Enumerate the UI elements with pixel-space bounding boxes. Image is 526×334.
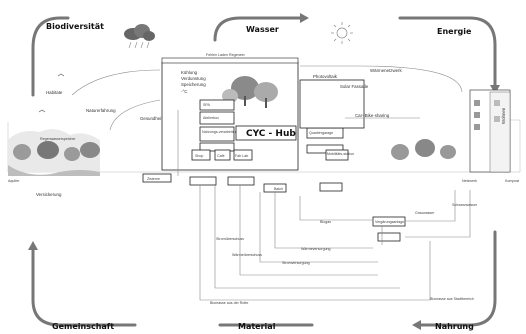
label-community: Gemeinschaft (52, 322, 114, 331)
label-black-water: Schwarzwasser (452, 203, 478, 207)
label-gray-water: Grauwasser (415, 211, 435, 215)
label-aquifer: Aquifer (8, 179, 20, 183)
mobility-station-label: Mobilitäts-station (327, 152, 354, 156)
mobility-station-box (325, 149, 349, 161)
room-fablab-label: Fab Lab (235, 154, 248, 158)
label-current: Stromüberschuss (216, 237, 244, 241)
cycle-arrow-water (213, 16, 302, 42)
room-shop (191, 149, 211, 161)
cistern-label: Zisterne (147, 177, 160, 181)
room-facade (306, 144, 344, 154)
sun-icon (331, 22, 353, 44)
label-material: Material (238, 322, 276, 331)
room-atelier (199, 111, 235, 125)
label-food: Nahrung (435, 322, 474, 331)
trees-left (13, 141, 100, 161)
cycle-arrow-community (31, 246, 137, 327)
arrowhead-energy (490, 85, 500, 94)
label-biogas: Biogas (320, 220, 331, 224)
room-spa (199, 99, 235, 111)
label-heat-network: Wärmenetzwerk (370, 68, 403, 73)
bird-icon-2 (38, 109, 46, 113)
hub-rooftop-label: Fehlen Laden Regeneer (206, 53, 246, 57)
label-biodiversity: Biodiversität (46, 22, 104, 31)
label-residential: Wohnen (501, 107, 506, 124)
label-compost: Kompost (505, 179, 519, 183)
label-ventilation: Verdunstung (181, 76, 206, 81)
hub-rooftop-trees (222, 76, 278, 108)
room-atelier-label: Atelierbox (203, 116, 219, 120)
cycle-arrow-biodiversity (31, 16, 70, 97)
label-water-retention: Regenwasserspeicher (40, 137, 76, 141)
label-cooling: Kühlung (181, 70, 198, 75)
pond (8, 165, 100, 176)
cycle-arrow-food (418, 230, 497, 327)
label-water: Wasser (246, 25, 279, 34)
label-biomass-delivery: Biomasse aus der Rotte (210, 301, 248, 305)
room-cafe (214, 149, 231, 161)
cistern-box (142, 173, 172, 183)
energy-building (299, 79, 365, 129)
cycle-arrow-energy (398, 16, 497, 87)
label-heat: Wärmeüberschuss (232, 253, 262, 257)
rain-cloud-icon (124, 24, 155, 49)
trees-right (391, 139, 456, 160)
label-heating: Wärmeversorgung (301, 247, 331, 251)
label-batch: Batch (274, 187, 283, 191)
label-photovoltaic: Photovoltaik (313, 74, 338, 79)
underground-box-1 (189, 176, 217, 186)
label-health: Gesundheit (140, 116, 163, 121)
label-flooding: Versickerung (36, 192, 62, 197)
room-shop-label: Shop (195, 154, 203, 158)
label-habitat: Habitate (46, 90, 63, 95)
label-network: Netzwerk (462, 179, 477, 183)
hub-roof (161, 57, 299, 64)
bird-icon (57, 73, 65, 77)
label-energy-supply: Stromversorgung (282, 261, 310, 265)
fermentation-label: Vergärungsanlage (375, 220, 404, 224)
room-food-processing (199, 126, 235, 142)
room-quarter-garage-label: Quartiergarage (309, 131, 333, 135)
label-nature-experience: Naturerfahrung (86, 108, 116, 113)
label-celsius: -°C (181, 89, 187, 94)
room-spa-label: SPA (203, 103, 211, 107)
room-fablab (233, 149, 253, 161)
underground-box-4 (319, 182, 343, 192)
label-solar-facade: Solar Fassade (340, 84, 369, 89)
arrowhead-water (300, 13, 309, 23)
fermentation-box (372, 216, 406, 227)
fermentation-sub-box (377, 232, 401, 242)
residential-building (469, 89, 511, 173)
label-car-bike-sharing: Car-/Bike-sharing (355, 113, 390, 118)
arrowhead-food (412, 320, 421, 330)
room-food-processing-label: Nahrungs-verarbeitung (202, 130, 239, 134)
hub-title: CYC - Hub (246, 129, 296, 139)
flow-lines (71, 65, 471, 301)
room-cafe-label: Café (217, 154, 225, 158)
label-storage: Speicherung (181, 82, 206, 87)
underground-box-2 (227, 176, 255, 186)
hub-title-box (235, 125, 297, 141)
arrowhead-community (28, 241, 38, 250)
label-biomass-city: Biomasse aus Stadtbereich (430, 297, 474, 301)
label-energy: Energie (437, 27, 472, 36)
